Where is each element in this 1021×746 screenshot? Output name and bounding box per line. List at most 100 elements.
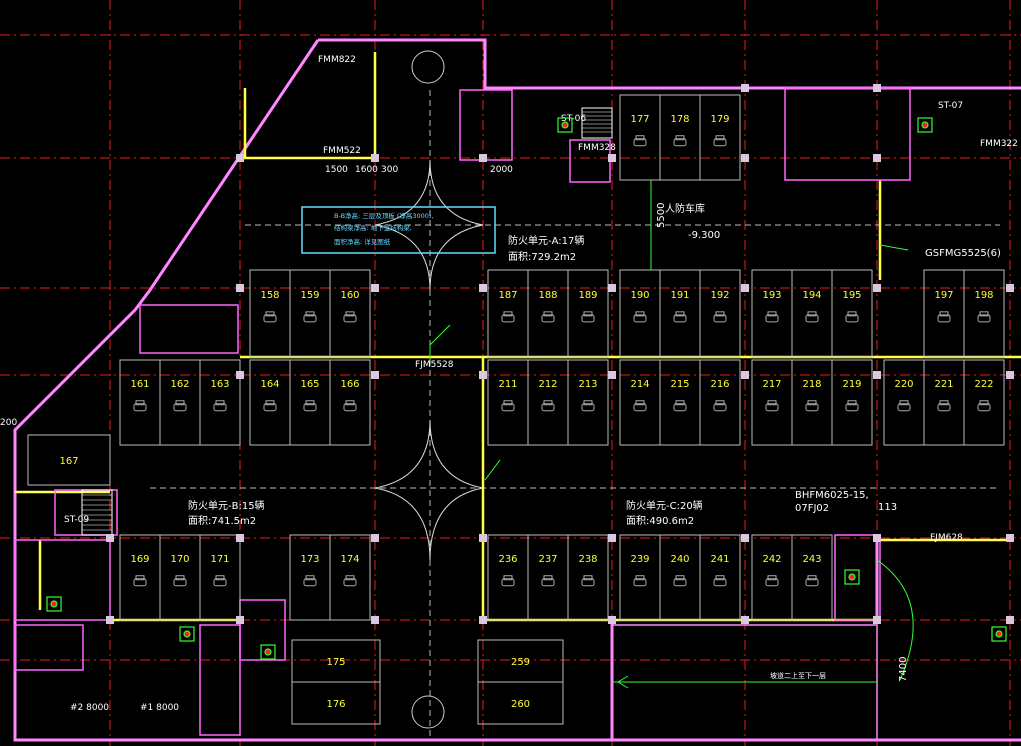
parking-stall: 173 [289, 534, 331, 621]
car-icon [581, 311, 595, 323]
stall-number: 165 [300, 379, 319, 390]
zone-label: 防火单元-A:17辆 [508, 234, 584, 247]
stall-number: 193 [762, 290, 781, 301]
column [741, 284, 749, 292]
column [741, 534, 749, 542]
zone-label: 面积:729.2m2 [508, 251, 576, 263]
stall-number: 174 [340, 554, 359, 565]
column [608, 616, 616, 624]
stall-number: 212 [538, 379, 557, 390]
vertical-dimension-label: 5500 [656, 203, 667, 228]
parking-stall: 238 [567, 534, 609, 621]
parking-stall: 198 [963, 269, 1005, 358]
room-outlines [14, 87, 911, 736]
ramp-text: 坡道二上至下一层 [770, 671, 826, 680]
outer-walls [13, 38, 1021, 742]
door-label: ST-06 [561, 114, 586, 124]
parking-stall: 220 [883, 359, 925, 446]
parking-stall: 259 [477, 639, 564, 683]
parking-stall: 222 [963, 359, 1005, 446]
car-icon [173, 400, 187, 412]
column [741, 84, 749, 92]
dim-label: 300 [381, 165, 398, 175]
stall-number: 219 [842, 379, 861, 390]
column [479, 284, 487, 292]
column [371, 284, 379, 292]
car-icon [303, 400, 317, 412]
stall-number: 158 [260, 290, 279, 301]
stall-number: 179 [710, 114, 729, 125]
door-label: FJM5528 [415, 360, 454, 370]
parking-stall: 158 [249, 269, 291, 358]
parking-stall: 162 [159, 359, 201, 446]
big-label: GSFMG5525(6) [925, 248, 1001, 259]
door-labels: FMM822FMM522FJM5528ST-06FMM328ST-07FMM32… [64, 55, 1018, 713]
zone-labels: 防火单元-A:17辆面积:729.2m2防火单元-B:15辆面积:741.5m2… [188, 234, 703, 527]
stall-number: 217 [762, 379, 781, 390]
parking-stall: 260 [477, 681, 564, 725]
stall-number: 167 [59, 456, 78, 467]
stall-number: 238 [578, 554, 597, 565]
parking-stall: 164 [249, 359, 291, 446]
car-icon [581, 575, 595, 587]
parking-stall: 213 [567, 359, 609, 446]
car-icon [845, 311, 859, 323]
stall-number: 188 [538, 290, 557, 301]
note-line-3: 面积净高: 详见图纸 [334, 237, 391, 246]
stall-number: 159 [300, 290, 319, 301]
column [106, 534, 114, 542]
column [106, 616, 114, 624]
stall-number: 243 [802, 554, 821, 565]
stall-number: 192 [710, 290, 729, 301]
column [1006, 284, 1014, 292]
parking-stall: 165 [289, 359, 331, 446]
column [479, 371, 487, 379]
parking-stall: 211 [487, 359, 529, 446]
leader-lines [429, 180, 909, 481]
door-label: FMM522 [323, 146, 361, 156]
stall-number: 175 [326, 657, 345, 668]
column [479, 534, 487, 542]
parking-stall: 176 [291, 681, 381, 725]
parking-stall: 159 [289, 269, 331, 358]
stall-number: 176 [326, 699, 345, 710]
car-icon [937, 400, 951, 412]
car-icon [263, 400, 277, 412]
column [236, 284, 244, 292]
stall-number: 241 [710, 554, 729, 565]
parking-stall: 191 [659, 269, 701, 358]
column [873, 284, 881, 292]
stall-number: 211 [498, 379, 517, 390]
column [741, 371, 749, 379]
parking-stall: 160 [329, 269, 371, 358]
dim-label: 1500 [325, 165, 348, 175]
parking-stall: 221 [923, 359, 965, 446]
car-icon [633, 400, 647, 412]
stall-number: 216 [710, 379, 729, 390]
parking-stall: 217 [751, 359, 793, 446]
car-icon [541, 575, 555, 587]
stall-number: 190 [630, 290, 649, 301]
big-label: BHFM6025-15, [795, 490, 869, 501]
stall-number: 215 [670, 379, 689, 390]
stall-number: 187 [498, 290, 517, 301]
parking-stall: 178 [659, 94, 701, 181]
stall-number: 177 [630, 114, 649, 125]
parking-stall: 237 [527, 534, 569, 621]
column [608, 154, 616, 162]
stall-number: 260 [511, 699, 530, 710]
car-icon [303, 575, 317, 587]
parking-stall: 177 [619, 94, 661, 181]
column [608, 534, 616, 542]
column [479, 154, 487, 162]
parking-stall: 197 [923, 269, 965, 358]
parking-stall: 179 [699, 94, 741, 181]
column [1006, 371, 1014, 379]
column [741, 616, 749, 624]
stall-number: 162 [170, 379, 189, 390]
big-label: 人防车库 [665, 202, 705, 215]
door-label: #2 8000 [70, 703, 109, 713]
big-label: -9.300 [688, 230, 720, 241]
car-icon [213, 400, 227, 412]
